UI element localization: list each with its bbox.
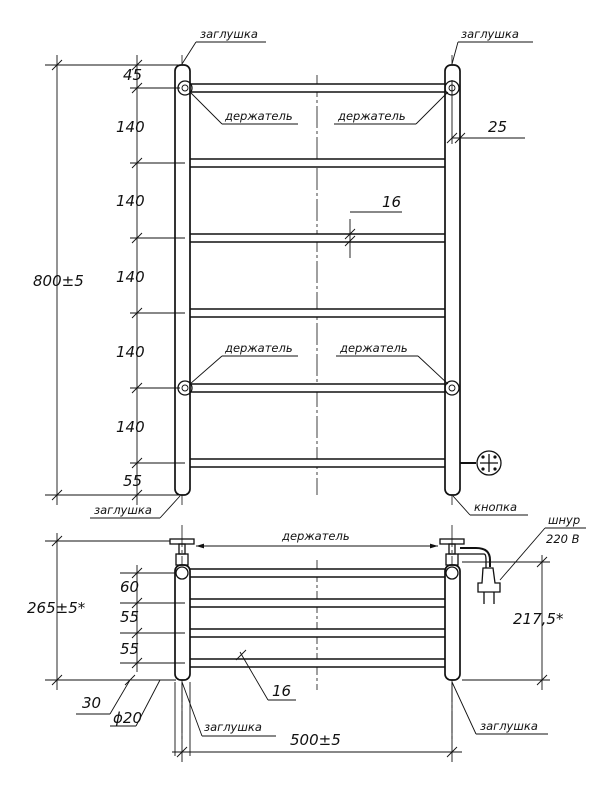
depth-segment-value: 55 — [120, 608, 139, 626]
segment-height-value: 140 — [116, 418, 145, 436]
bottom-left-cap-label: заглушка — [204, 720, 262, 734]
overall-height-value: 800±5 — [33, 272, 84, 290]
leader-bottom-left-cap: заглушка — [90, 495, 181, 519]
segment-height-value: 45 — [123, 66, 142, 84]
rail-bar — [185, 568, 449, 578]
overall-depth-value: 265±5* — [27, 599, 86, 617]
cord-height-dimension: 217,5* — [462, 555, 564, 690]
leader-bottom-right-cap: заглушка — [451, 681, 548, 735]
segment-height-value: 140 — [116, 268, 145, 286]
rail-bar — [185, 158, 449, 168]
rail-bar — [185, 658, 449, 668]
button-label: кнопка — [474, 500, 517, 514]
holder-label: держатель — [224, 341, 293, 355]
segment-height-value: 140 — [116, 118, 145, 136]
overall-width-value: 500±5 — [290, 731, 341, 749]
bottom-right-cap-label: заглушка — [480, 719, 538, 733]
leader-holder-top-right: держатель — [334, 91, 449, 125]
voltage-label: 220 В — [546, 532, 580, 546]
pipe-offset-dimension: 25 — [446, 80, 525, 144]
wall-bracket-icon — [169, 538, 195, 566]
rail-bar — [185, 458, 449, 468]
leader-button: кнопка — [452, 495, 528, 516]
leader-top-right-cap: заглушка — [451, 27, 533, 65]
pipe-offset-value: 25 — [488, 118, 507, 136]
bar-diameter-callout: 16 — [344, 193, 402, 258]
wall-gap-callout: 30 — [76, 674, 136, 715]
leader-top-left-cap: заглушка — [181, 27, 266, 65]
overall-depth-dimension: 265±5* — [27, 533, 176, 690]
holder-span-label: держатель — [281, 529, 350, 543]
bottom-view: держатель шнур 220 В 217,5* — [27, 513, 586, 762]
wall-gap-value: 30 — [82, 694, 101, 712]
holder-label: держатель — [224, 109, 293, 123]
right-vertical-pipe — [444, 564, 461, 681]
bottom-left-cap-label: заглушка — [94, 503, 152, 517]
overall-height-dimension: 800±5 — [33, 55, 175, 505]
wall-holder-icon — [444, 380, 460, 396]
depth-segment-value: 55 — [120, 640, 139, 658]
holder-label: держатель — [337, 109, 406, 123]
pipe-diameter-value: ϕ20 — [113, 709, 142, 727]
height-dimension-chain — [130, 55, 185, 505]
segment-height-value: 140 — [116, 343, 145, 361]
cord-label: шнур — [548, 513, 580, 527]
top-left-cap-label: заглушка — [200, 27, 258, 41]
top-rail-bar — [185, 83, 449, 93]
leader-holder-top-left: держатель — [189, 91, 298, 125]
segment-height-value: 55 — [123, 472, 142, 490]
rail-bar — [185, 628, 449, 638]
power-cord-icon — [458, 547, 501, 604]
wall-bracket-icon — [439, 538, 465, 566]
holder-label: держатель — [339, 341, 408, 355]
front-view: 800±5 45 140 140 140 140 140 55 16 25 — [33, 27, 533, 519]
cord-height-value: 217,5* — [513, 610, 564, 628]
leader-holder-mid-left: держатель — [189, 341, 298, 385]
right-vertical-pipe — [444, 64, 461, 496]
leader-cord: шнур 220 В — [499, 513, 586, 581]
left-vertical-pipe — [174, 64, 191, 496]
bar-diameter-callout: 16 — [235, 649, 296, 701]
pipe-diameter-callout: ϕ20 — [110, 679, 161, 727]
holder-span-dimension: держатель — [196, 529, 438, 549]
rail-bar — [185, 383, 449, 393]
rail-bar — [185, 308, 449, 318]
bar-diameter-value: 16 — [272, 682, 291, 700]
rail-bar — [185, 598, 449, 608]
rail-bar — [185, 233, 449, 243]
depth-segment-value: 60 — [120, 578, 139, 596]
top-right-cap-label: заглушка — [461, 27, 519, 41]
segment-height-value: 140 — [116, 192, 145, 210]
leader-bottom-left-cap-2: заглушка — [181, 681, 276, 737]
bar-diameter-value: 16 — [382, 193, 401, 211]
overall-width-dimension: 500±5 — [172, 682, 462, 762]
leader-holder-mid-right: держатель — [336, 341, 449, 385]
power-button-icon — [460, 450, 502, 476]
depth-dimension-chain: 60 55 55 — [120, 565, 185, 672]
